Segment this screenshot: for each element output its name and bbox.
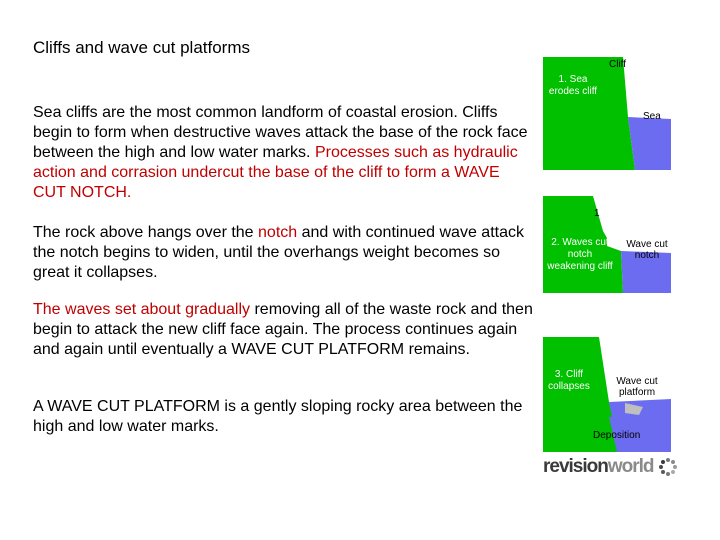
paragraph-platform-process: The waves set about gradually removing a…	[33, 300, 533, 360]
diagram-3-step-label: 3. Cliff collapses	[548, 369, 590, 392]
paragraph-text: The rock above hangs over the	[33, 224, 259, 241]
paragraph-highlight: Processes such as hydraulic action and c…	[33, 144, 518, 201]
diagram-cliff-collapses: 3. Cliff collapses Wave cut platform Dep…	[543, 337, 671, 452]
logo-dots-icon	[659, 458, 677, 476]
logo-text-part2: world	[607, 456, 655, 477]
page-title: Cliffs and wave cut platforms	[33, 38, 250, 57]
paragraph-cliff-formation: Sea cliffs are the most common landform …	[33, 103, 533, 203]
paragraph-text: removing all of the waste rock and then …	[33, 301, 533, 358]
diagram-1-sea-label: Sea	[643, 111, 661, 122]
diagram-2-notch-label: Wave cut notch	[626, 239, 668, 261]
paragraph-highlight: notch	[258, 224, 298, 241]
diagram-waves-cut-notch: 1 2. Waves cut notch weakening cliff Wav…	[543, 196, 671, 293]
diagram-1-graphic	[543, 57, 671, 170]
diagram-2-mark: 1	[594, 208, 600, 219]
diagram-sea-erodes-cliff: 1. Sea erodes cliff Cliff Sea	[543, 57, 671, 170]
diagram-1-cliff-label: Cliff	[609, 59, 627, 70]
paragraph-platform-definition: A WAVE CUT PLATFORM is a gently sloping …	[33, 398, 523, 435]
paragraph-text: Sea cliffs are the most common landform …	[33, 104, 528, 161]
diagram-3-platform-label: Wave cut platform	[616, 376, 658, 398]
paragraph-text: and with continued wave attack the notch…	[33, 224, 524, 281]
paragraph-highlight: The waves set about gradually	[33, 301, 251, 318]
revisionworld-logo: revisionworld	[543, 456, 655, 478]
diagram-2-graphic	[543, 196, 671, 293]
paragraph-notch: The rock above hangs over the notch and …	[33, 223, 533, 283]
diagram-2-step-label: 2. Waves cut notch weakening cliff	[547, 237, 613, 272]
logo-text-part1: revision	[543, 456, 609, 477]
diagram-3-graphic	[543, 337, 671, 452]
diagram-3-deposition-label: Deposition	[593, 430, 641, 441]
diagram-1-step-label: 1. Sea erodes cliff	[548, 74, 598, 97]
